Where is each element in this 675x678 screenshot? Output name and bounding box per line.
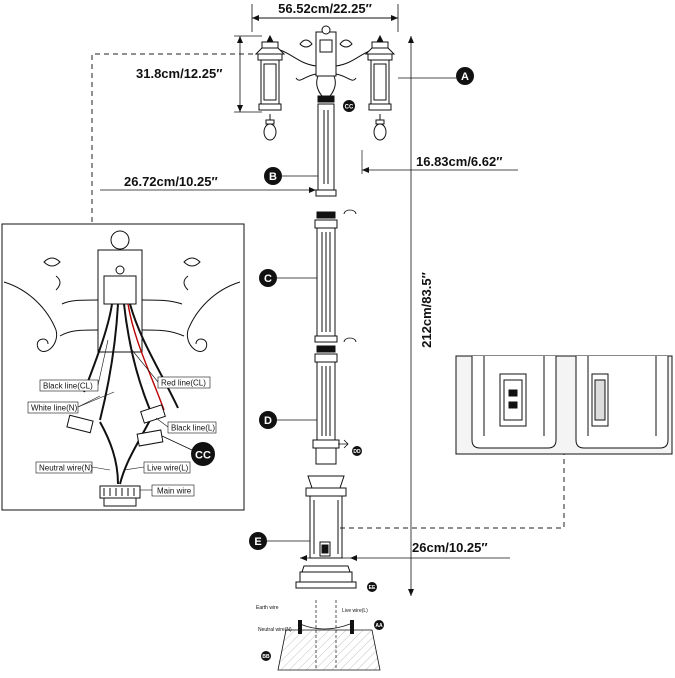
svg-text:B: B [269, 171, 277, 183]
earth-wire-label: Earth wire [256, 605, 279, 611]
base-live-wire-label: Live wire(L) [342, 608, 368, 614]
top-width-dimension: 56.52cm/22.25″ [251, 1, 399, 32]
marker-bb: BB [261, 651, 271, 661]
label-neutral-wire-n: Neutral wire(N) [39, 464, 93, 473]
pole-section-d [312, 345, 340, 465]
base-width-label: 26cm/10.25″ [412, 540, 488, 555]
arm-span-dimension: 26.72cm/10.25″ [100, 174, 316, 193]
marker-e: E [249, 532, 310, 550]
label-live-wire-l: Live wire(L) [147, 464, 189, 473]
outlet-detail-panel [455, 355, 673, 455]
lantern-height-dimension: 31.8cm/12.25″ [136, 35, 262, 113]
total-height-label: 212cm/83.5″ [419, 272, 434, 348]
marker-d: D [259, 411, 317, 429]
lantern-offset-label: 16.83cm/6.62″ [416, 154, 502, 169]
wiring-labels: Black line(CL) Red line(CL) White line(N… [27, 339, 217, 497]
top-width-label: 56.52cm/22.25″ [278, 1, 372, 16]
marker-cc-detail: CC [161, 435, 215, 466]
svg-text:CC: CC [345, 105, 354, 111]
svg-text:BB: BB [262, 654, 270, 660]
svg-text:EE: EE [369, 585, 376, 591]
marker-dd: DD [338, 439, 362, 456]
marker-a: A [398, 67, 474, 85]
marker-c: C [259, 269, 317, 287]
marker-b: B [264, 167, 318, 185]
lantern-head [254, 25, 396, 141]
pole-section-c [314, 209, 357, 343]
lantern-height-label: 31.8cm/12.25″ [136, 66, 222, 81]
svg-text:CC: CC [195, 450, 211, 462]
svg-text:E: E [254, 536, 261, 548]
base-neutral-wire-label: Neutral wire(N) [258, 627, 292, 633]
marker-cc-head: CC [343, 100, 355, 112]
svg-text:C: C [264, 273, 272, 285]
pole-base-e [295, 475, 357, 589]
ground-foundation: Earth wire Live wire(L) Neutral wire(N) [256, 600, 381, 671]
lantern-offset-dimension: 16.83cm/6.62″ [361, 150, 518, 174]
label-red-line-cl: Red line(CL) [161, 379, 206, 388]
svg-text:AA: AA [375, 623, 383, 629]
label-black-line-l: Black line(L) [171, 424, 215, 433]
label-white-line-n: White line(N) [31, 404, 78, 413]
svg-text:A: A [461, 71, 469, 83]
label-main-wire: Main wire [157, 487, 192, 496]
marker-aa: AA [374, 620, 384, 630]
marker-ee: EE [367, 582, 377, 592]
base-width-dimension: 26cm/10.25″ [300, 540, 510, 561]
label-black-line-cl: Black line(CL) [43, 382, 93, 391]
pole-upper-b [315, 103, 337, 197]
svg-text:DD: DD [353, 449, 361, 455]
callout-lines [91, 53, 565, 529]
total-height-dimension: 212cm/83.5″ [408, 36, 434, 596]
arm-span-label: 26.72cm/10.25″ [124, 174, 218, 189]
svg-text:D: D [264, 415, 272, 427]
wiring-detail-panel: Black line(CL) Red line(CL) White line(N… [1, 223, 245, 511]
